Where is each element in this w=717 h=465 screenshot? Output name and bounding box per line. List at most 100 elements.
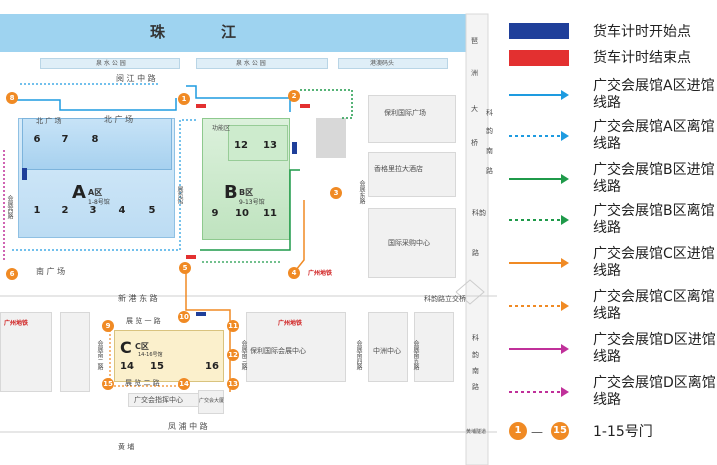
gate-5: 5	[179, 262, 191, 274]
end-marker-c	[186, 255, 196, 259]
block-far-west	[0, 312, 52, 392]
gate-15: 15	[102, 378, 114, 390]
hall-10: 10	[235, 208, 249, 219]
gate-2: 2	[288, 90, 300, 102]
hall-15: 15	[150, 361, 164, 372]
road-keyun-2: 韵	[486, 127, 493, 135]
pier-strip	[338, 58, 448, 69]
road-zhanlan2: 展 览 二 路	[125, 379, 160, 387]
north-square: 北 广 场	[36, 117, 62, 125]
metro-logo-3: 广州地铁	[4, 320, 29, 327]
hall-5: 5	[148, 205, 156, 216]
legend-label-b-out: 广交会展馆B区离馆线路	[593, 203, 715, 236]
legend-label-end: 货车计时结束点	[593, 50, 691, 66]
park-strip-east	[196, 58, 328, 69]
road-fengpu: 凤 浦 中 路	[168, 422, 208, 431]
huangpu-tunnel-label: 黄埔隧道	[466, 429, 487, 435]
hall-2: 2	[61, 205, 69, 216]
hall-13: 13	[263, 140, 277, 151]
legend-label-start: 货车计时开始点	[593, 24, 691, 40]
pier-label: 港澳码头	[370, 60, 395, 67]
road-pazhou-4: 桥	[471, 139, 478, 147]
zhongzhou-label: 中洲中心	[373, 347, 401, 355]
legend-item-d-in: 广交会展馆D区进馆线路	[505, 330, 716, 368]
venue-map: 珠 江 泉 水 公 园 泉 水 公 园 港澳码头 保利国际广场 香格里拉大酒店 …	[0, 13, 497, 465]
park-strip-west	[40, 58, 180, 69]
legend-item-a-in: 广交会展馆A区进馆线路	[505, 76, 715, 114]
hall-4: 4	[118, 205, 126, 216]
legend-label-d-in: 广交会展馆D区进馆线路	[593, 332, 716, 365]
legend-gate-dash: —	[531, 425, 543, 439]
cheer-center-label: 广交会大厦	[199, 398, 225, 404]
legend-item-a-out: 广交会展馆A区离馆线路	[505, 117, 715, 155]
road-keyun-mid-2: 路	[472, 249, 479, 257]
gate-1: 1	[178, 93, 190, 105]
kerry-hotel-label: 香格里拉大酒店	[374, 165, 423, 173]
start-marker-c	[196, 312, 206, 316]
pearl-river	[0, 14, 468, 52]
end-marker-b	[300, 104, 310, 108]
hall-7: 7	[61, 134, 69, 145]
legend-item-end: 货车计时结束点	[505, 42, 715, 80]
legend-arrow-c-in	[509, 258, 569, 268]
legend-item-start: 货车计时开始点	[505, 12, 715, 50]
command-center-label: 广交会指挥中心	[134, 396, 183, 404]
block-east-south	[414, 312, 454, 382]
road-keyun-lower-4: 路	[472, 383, 479, 391]
park-label-west: 泉 水 公 园	[96, 60, 126, 67]
road-huizhan-nan-er: 会展南二路	[96, 340, 103, 370]
block-southwest	[60, 312, 90, 392]
park-label-east: 泉 水 公 园	[236, 60, 266, 67]
hall-b-label: B区	[239, 188, 254, 197]
hall-c-letter: C	[120, 338, 132, 357]
metro-logo-2: 广州地铁	[278, 320, 303, 327]
hall-6: 6	[33, 134, 41, 145]
legend-gate-to: 15	[551, 422, 569, 440]
legend-item-c-out: 广交会展馆C区离馆线路	[505, 287, 715, 325]
legend-arrow-d-in	[509, 344, 569, 354]
road-keyun-lower-3: 南	[472, 367, 479, 375]
hall-12: 12	[234, 140, 248, 151]
road-pazhou-2: 洲	[471, 69, 478, 77]
hall-a-corridor-label: 展览馆	[176, 186, 183, 204]
gate-3: 3	[330, 187, 342, 199]
road-huangpu: 黄 埔	[118, 443, 135, 451]
hall-c-label: C区	[135, 342, 149, 351]
hall-3: 3	[89, 205, 97, 216]
legend-arrow-a-out	[509, 131, 569, 141]
legend-item-gates: 1 — 15 1-15号门	[505, 420, 715, 458]
legend-label-c-in: 广交会展馆C区进馆线路	[593, 246, 715, 279]
hall-b-letter: B	[224, 182, 238, 203]
road-keyun-3: 南	[486, 147, 493, 155]
block-zhongzhou	[368, 312, 408, 382]
legend-label-a-out: 广交会展馆A区离馆线路	[593, 119, 715, 152]
river-label-right: 江	[221, 23, 239, 41]
river-label-left: 珠	[150, 23, 168, 41]
road-pazhou-3: 大	[471, 105, 478, 113]
hall-11: 11	[263, 208, 277, 219]
road-huizhan-nan-si: 会展南四路	[355, 340, 362, 370]
baoli-center-label: 保利国际会展中心	[250, 347, 306, 355]
hall-b-sub: 9-13号馆	[239, 199, 265, 206]
procurement-label: 国际采购中心	[388, 239, 430, 247]
block-baoli-square	[368, 95, 456, 143]
hall-16: 16	[205, 361, 219, 372]
road-xingang: 新 港 东 路	[118, 294, 158, 303]
road-huizhan-nan-wu: 会展南五路	[412, 340, 419, 370]
legend: 货车计时开始点 货车计时结束点 广交会展馆A区进馆线路 广交会展馆A区离馆线路 …	[497, 0, 717, 465]
gate-13: 13	[227, 378, 239, 390]
gate-8: 8	[6, 92, 18, 104]
metro-logo-1: 广州地铁	[308, 270, 333, 277]
gate-11: 11	[227, 320, 239, 332]
legend-label-a-in: 广交会展馆A区进馆线路	[593, 78, 715, 111]
legend-gate-from: 1	[509, 422, 527, 440]
gate-10: 10	[178, 311, 190, 323]
block-cheer	[198, 390, 224, 414]
hall-b-north	[228, 125, 288, 161]
hall-a-letter: A	[72, 182, 86, 203]
gate-4: 4	[288, 267, 300, 279]
road-pazhou-1: 琶	[471, 37, 478, 45]
block-baoli-center	[246, 312, 346, 382]
legend-arrow-d-out	[509, 387, 569, 397]
gate-14: 14	[178, 378, 190, 390]
